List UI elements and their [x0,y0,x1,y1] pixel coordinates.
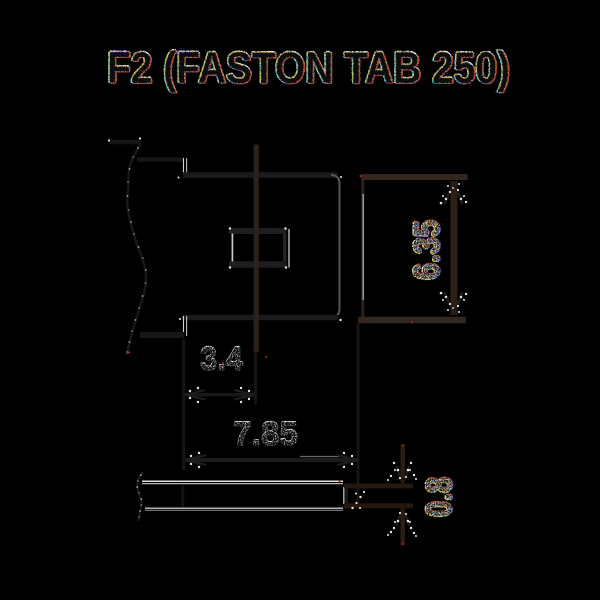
svg-text:7.85: 7.85 [234,415,299,452]
svg-text:6.35: 6.35 [406,221,447,281]
svg-text:3.4: 3.4 [200,340,244,377]
svg-text:F2 (FASTON TAB 250): F2 (FASTON TAB 250) [106,43,509,92]
svg-text:F2 (FASTON TAB 250): F2 (FASTON TAB 250) [107,43,510,92]
svg-text:0.8: 0.8 [418,478,459,518]
svg-text:0.8: 0.8 [417,477,458,517]
svg-text:F2 (FASTON TAB 250): F2 (FASTON TAB 250) [107,43,510,92]
svg-text:F2 (FASTON TAB 250): F2 (FASTON TAB 250) [108,44,511,93]
svg-text:F2 (FASTON TAB 250): F2 (FASTON TAB 250) [107,44,510,93]
svg-text:0.8: 0.8 [420,477,461,517]
svg-text:3.4: 3.4 [200,340,244,377]
svg-text:3.4: 3.4 [200,339,244,376]
svg-text:7.85: 7.85 [233,414,298,451]
svg-text:0.8: 0.8 [419,476,460,516]
svg-text:7.85: 7.85 [233,415,298,452]
svg-text:0.8: 0.8 [418,478,459,518]
svg-text:F2 (FASTON TAB 250): F2 (FASTON TAB 250) [108,45,511,94]
svg-text:6.35: 6.35 [406,219,447,279]
svg-text:0.8: 0.8 [420,476,461,516]
svg-text:F2 (FASTON TAB 250): F2 (FASTON TAB 250) [107,44,510,93]
svg-text:F2 (FASTON TAB 250): F2 (FASTON TAB 250) [106,44,509,93]
svg-text:0.8: 0.8 [419,477,460,517]
svg-text:6.35: 6.35 [405,220,446,280]
svg-text:F2 (FASTON TAB 250): F2 (FASTON TAB 250) [107,45,510,94]
svg-text:3.4: 3.4 [200,340,244,377]
svg-text:3.4: 3.4 [201,340,245,377]
svg-text:0.8: 0.8 [419,477,460,517]
svg-text:6.35: 6.35 [407,220,448,280]
svg-text:F2 (FASTON TAB 250): F2 (FASTON TAB 250) [106,44,509,93]
svg-text:6.35: 6.35 [406,220,447,280]
svg-text:0.8: 0.8 [419,477,460,517]
svg-text:6.35: 6.35 [405,221,446,281]
svg-text:6.35: 6.35 [407,219,448,279]
svg-text:F2 (FASTON TAB 250): F2 (FASTON TAB 250) [109,44,512,93]
svg-text:6.35: 6.35 [407,220,448,280]
svg-text:6.35: 6.35 [406,221,447,281]
svg-text:6.35: 6.35 [406,220,447,280]
svg-text:7.85: 7.85 [233,415,298,452]
svg-text:7.85: 7.85 [233,415,298,452]
svg-text:0.8: 0.8 [419,478,460,518]
